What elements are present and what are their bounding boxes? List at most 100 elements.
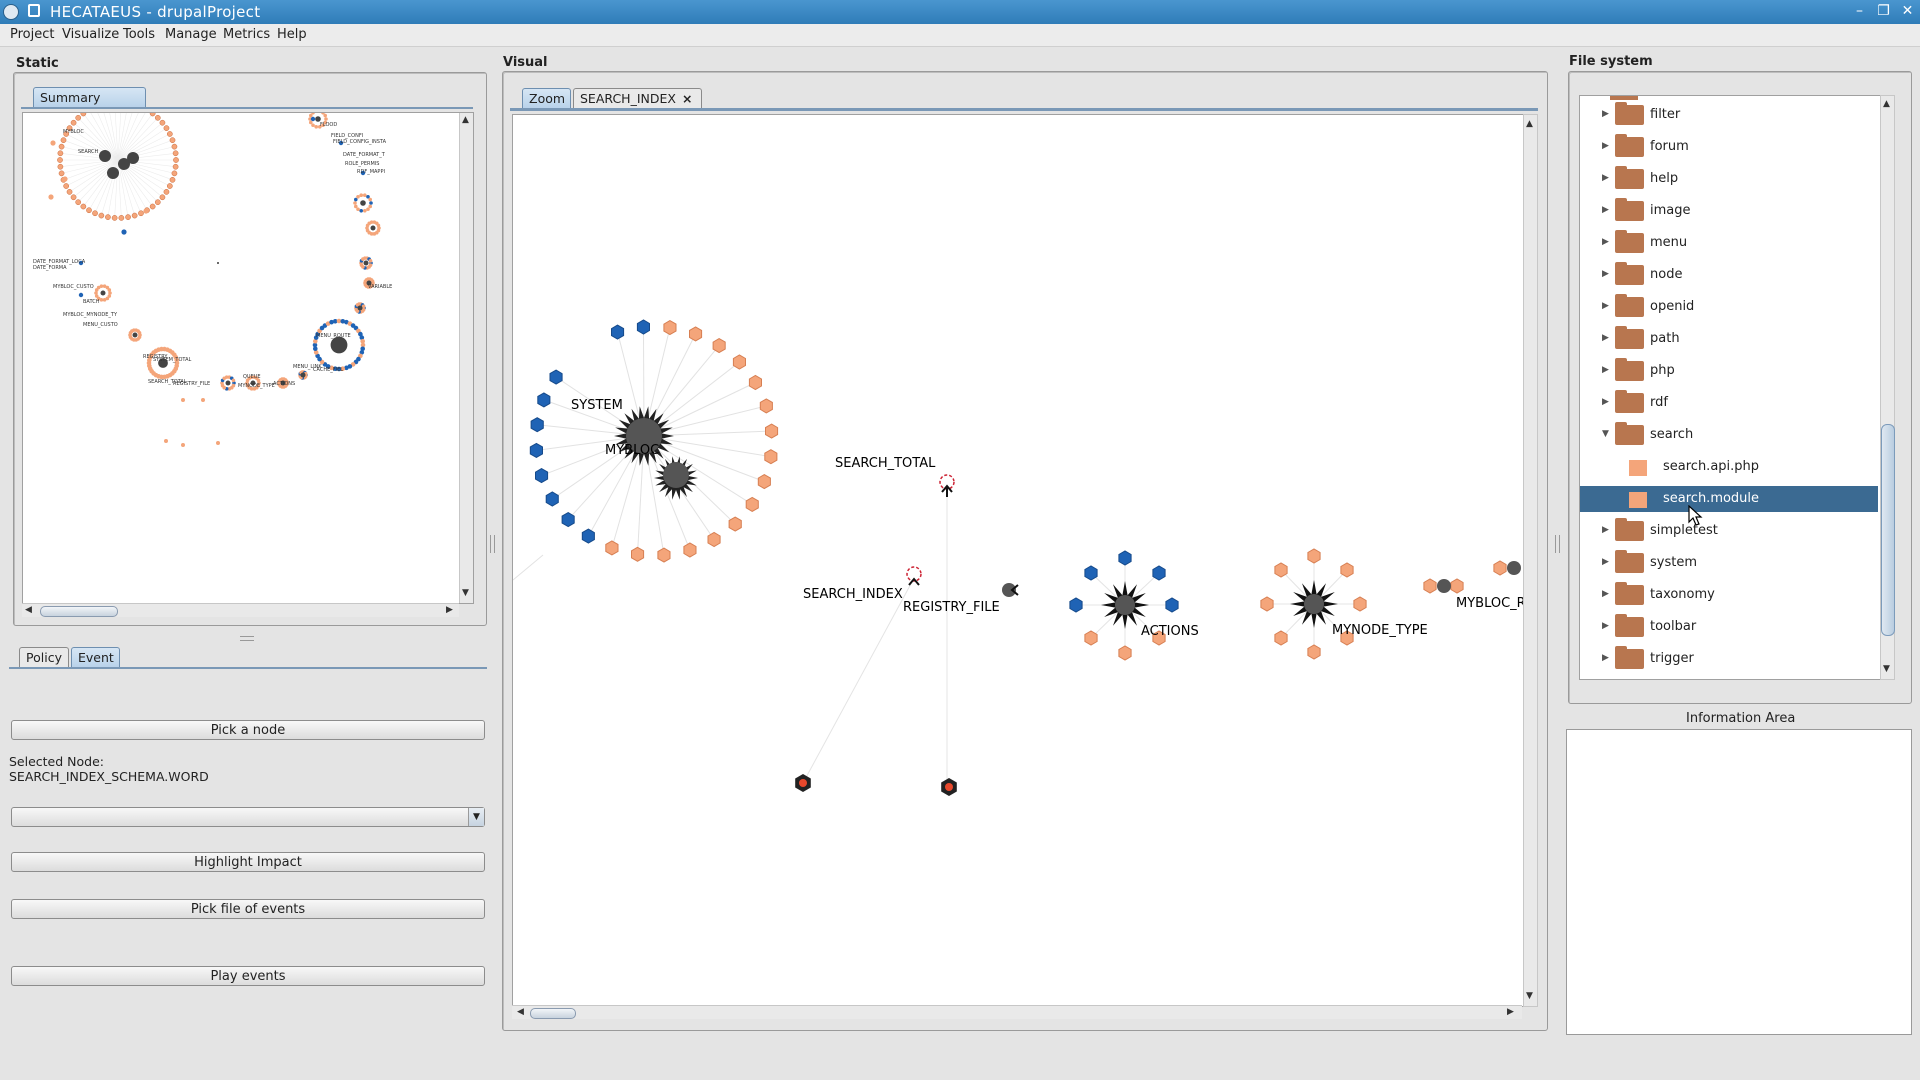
collapsed-icon[interactable]: ▶ xyxy=(1602,653,1609,663)
mini-node xyxy=(121,229,127,235)
visual-h-thumb[interactable] xyxy=(530,1008,576,1019)
tree-item-php[interactable]: ▶php xyxy=(1580,358,1878,384)
graph-canvas[interactable]: SYSTEM MYBLOC SEARCH_TOTAL SEARCH_INDEX … xyxy=(512,114,1524,1007)
mini-node xyxy=(356,207,360,212)
mini-node xyxy=(360,342,366,348)
mini-graph-label: RDF_MAPPI xyxy=(357,169,385,175)
menu-project[interactable]: Project xyxy=(10,27,55,42)
tree-vertical-scrollbar[interactable]: ▲ ▼ xyxy=(1880,95,1895,680)
node-label-registry-file: REGISTRY_FILE xyxy=(903,600,1000,615)
minimize-icon[interactable]: – xyxy=(1856,3,1863,19)
play-events-button[interactable]: Play events xyxy=(11,966,485,986)
tab-event[interactable]: Event xyxy=(71,647,120,667)
visual-scroll-down-icon[interactable]: ▼ xyxy=(1526,991,1533,1001)
mini-hub xyxy=(366,280,372,286)
tree-item-trigger[interactable]: ▶trigger xyxy=(1580,646,1878,672)
menu-tools[interactable]: Tools xyxy=(123,27,156,42)
folder-icon xyxy=(1615,582,1644,605)
collapsed-icon[interactable]: ▶ xyxy=(1602,621,1609,631)
graph-node xyxy=(545,491,559,507)
visual-horizontal-scrollbar[interactable]: ◀ ▶ xyxy=(512,1005,1522,1019)
menu-metrics[interactable]: Metrics xyxy=(223,27,271,42)
tree-item-image[interactable]: ▶image xyxy=(1580,198,1878,224)
tree-scroll-down-icon[interactable]: ▼ xyxy=(1883,664,1890,674)
mini-node xyxy=(323,120,328,125)
menu-help[interactable]: Help xyxy=(277,27,307,42)
collapsed-icon[interactable]: ▶ xyxy=(1602,269,1609,279)
close-window-icon[interactable]: ✕ xyxy=(1901,3,1914,19)
collapsed-icon[interactable]: ▶ xyxy=(1602,109,1609,119)
scroll-up-icon[interactable]: ▲ xyxy=(462,115,469,125)
collapsed-icon[interactable]: ▶ xyxy=(1602,141,1609,151)
collapsed-icon[interactable]: ▶ xyxy=(1602,301,1609,311)
event-type-dropdown[interactable]: ▼ xyxy=(11,807,485,827)
tab-close-icon[interactable]: × xyxy=(682,91,693,106)
mini-node xyxy=(313,350,319,355)
collapsed-icon[interactable]: ▶ xyxy=(1602,589,1609,599)
menu-visualize[interactable]: Visualize xyxy=(62,27,120,42)
tree-item-node[interactable]: ▶node xyxy=(1580,262,1878,288)
mini-graph-label: DATE_FORMAT_T xyxy=(343,152,386,158)
menu-bar: Project Visualize Tools Manage Metrics H… xyxy=(0,24,1920,47)
mini-node xyxy=(317,124,322,129)
collapsed-icon[interactable]: ▶ xyxy=(1602,237,1609,247)
scroll-down-icon[interactable]: ▼ xyxy=(462,588,469,598)
tree-item-search-api-php[interactable]: search.api.php xyxy=(1580,454,1878,480)
tab-search-index[interactable]: SEARCH_INDEX × xyxy=(573,88,702,108)
summary-h-thumb[interactable] xyxy=(40,606,118,617)
highlight-impact-button[interactable]: Highlight Impact xyxy=(11,852,485,872)
visual-scroll-up-icon[interactable]: ▲ xyxy=(1526,119,1533,129)
collapsed-icon[interactable]: ▶ xyxy=(1602,397,1609,407)
tree-scroll-thumb[interactable] xyxy=(1881,424,1895,636)
tree-item-taxonomy[interactable]: ▶taxonomy xyxy=(1580,582,1878,608)
tree-scroll-up-icon[interactable]: ▲ xyxy=(1883,99,1890,109)
tree-item-search-module[interactable]: search.module xyxy=(1580,486,1878,512)
tree-item-openid[interactable]: ▶openid xyxy=(1580,294,1878,320)
restore-icon[interactable]: ❐ xyxy=(1877,3,1890,19)
tab-policy[interactable]: Policy xyxy=(19,647,69,667)
scroll-right-icon[interactable]: ▶ xyxy=(446,605,453,615)
tree-item-help[interactable]: ▶help xyxy=(1580,166,1878,192)
graph-node xyxy=(683,542,697,558)
visual-scroll-right-icon[interactable]: ▶ xyxy=(1507,1007,1514,1017)
visual-vertical-scrollbar[interactable]: ▲ ▼ xyxy=(1523,114,1538,1007)
collapsed-icon[interactable]: ▶ xyxy=(1602,365,1609,375)
tab-zoom[interactable]: Zoom xyxy=(522,88,571,108)
tree-item-forum[interactable]: ▶forum xyxy=(1580,134,1878,160)
collapsed-icon[interactable]: ▶ xyxy=(1602,525,1609,535)
mynode-type-hub-core xyxy=(1304,594,1324,614)
summary-horizontal-scrollbar[interactable]: ◀ ▶ xyxy=(22,603,459,617)
chevron-down-icon[interactable]: ▼ xyxy=(468,808,484,826)
window-menu-icon[interactable] xyxy=(28,4,40,17)
tree-item-menu[interactable]: ▶menu xyxy=(1580,230,1878,256)
expanded-icon[interactable]: ▼ xyxy=(1602,429,1609,439)
summary-vertical-scrollbar[interactable]: ▲ ▼ xyxy=(459,113,473,603)
collapsed-icon[interactable]: ▶ xyxy=(1602,557,1609,567)
collapsed-icon[interactable]: ▶ xyxy=(1602,205,1609,215)
collapsed-icon[interactable]: ▶ xyxy=(1602,333,1609,343)
tree-item-search[interactable]: ▼search xyxy=(1580,422,1878,448)
mini-edge xyxy=(90,113,119,161)
graph-node xyxy=(529,442,543,458)
splitter-grip[interactable] xyxy=(240,636,254,641)
menu-manage[interactable]: Manage xyxy=(165,27,217,42)
visual-scroll-left-icon[interactable]: ◀ xyxy=(517,1007,524,1017)
tree-item-simpletest[interactable]: ▶simpletest xyxy=(1580,518,1878,544)
scroll-left-icon[interactable]: ◀ xyxy=(25,605,32,615)
tree-item-path[interactable]: ▶path xyxy=(1580,326,1878,352)
pick-file-of-events-button[interactable]: Pick file of events xyxy=(11,899,485,919)
tree-item-rdf[interactable]: ▶rdf xyxy=(1580,390,1878,416)
mini-graph-label: CACHE_FIEL xyxy=(313,367,343,373)
tree-item-system[interactable]: ▶system xyxy=(1580,550,1878,576)
pick-node-button[interactable]: Pick a node xyxy=(11,720,485,740)
filesystem-tree[interactable]: ▶filter ▶forum ▶help ▶image ▶menu ▶node ▶openi… xyxy=(1579,95,1881,680)
mini-node xyxy=(311,113,315,115)
tab-summary-graph[interactable]: Summary Graph xyxy=(33,87,146,125)
collapsed-icon[interactable]: ▶ xyxy=(1602,173,1609,183)
left-splitter-grip[interactable] xyxy=(490,535,495,553)
tree-item-filter[interactable]: ▶filter xyxy=(1580,102,1878,128)
mini-node xyxy=(94,291,98,295)
tree-item-toolbar[interactable]: ▶toolbar xyxy=(1580,614,1878,640)
right-splitter-grip[interactable] xyxy=(1555,535,1560,553)
